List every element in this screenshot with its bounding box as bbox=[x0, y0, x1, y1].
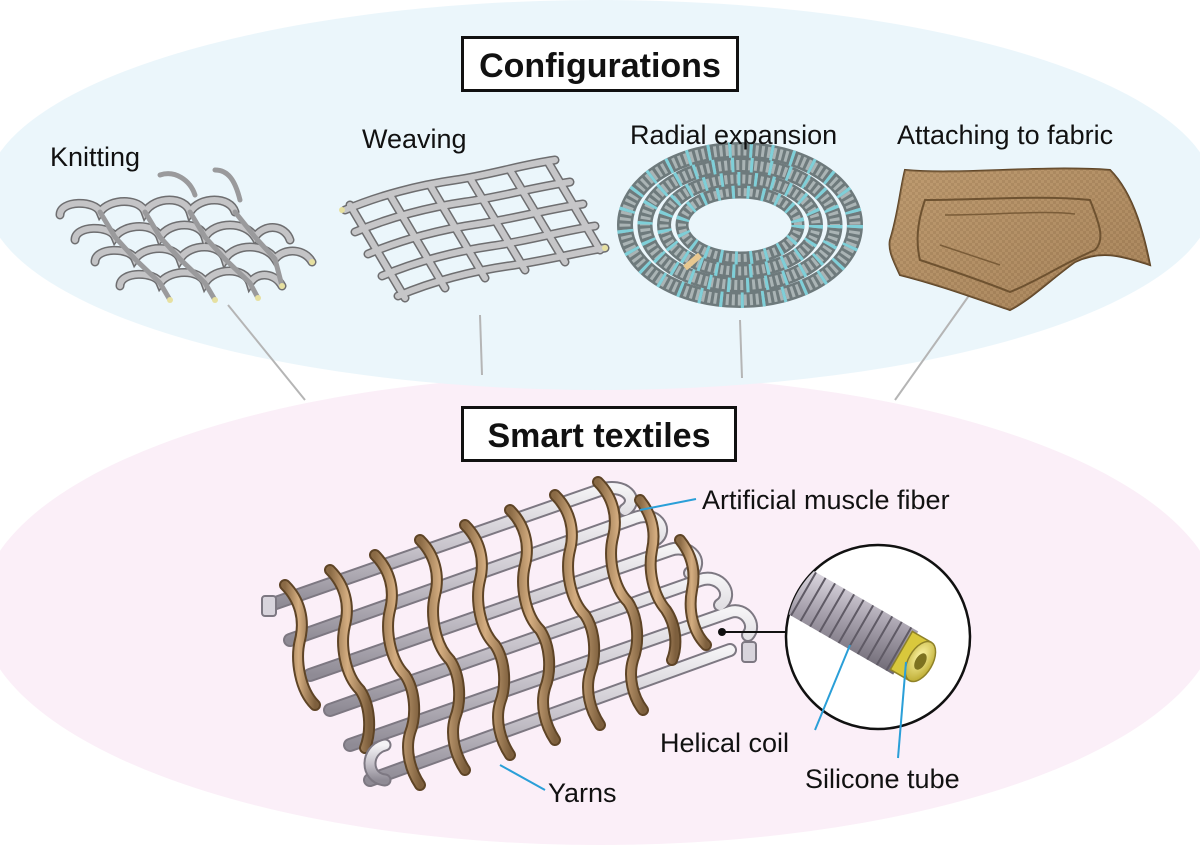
weaving-illustration bbox=[339, 155, 610, 303]
knitting-illustration bbox=[55, 167, 317, 303]
fabric-illustration bbox=[888, 167, 1152, 312]
config-label-weaving: Weaving bbox=[362, 124, 467, 154]
radial-expansion-illustration bbox=[617, 142, 863, 308]
zoom-point bbox=[718, 628, 726, 636]
connector-lines bbox=[227, 279, 981, 401]
callout-lines bbox=[499, 498, 907, 791]
config-label-attaching-to-fabric: Attaching to fabric bbox=[897, 120, 1114, 150]
config-label-knitting: Knitting bbox=[50, 142, 141, 172]
callout-helical-coil: Helical coil bbox=[660, 728, 790, 758]
zoom-circle bbox=[784, 543, 972, 731]
smart-textile-illustration bbox=[261, 476, 759, 791]
configurations-title: Configurations bbox=[461, 36, 739, 92]
callout-artificial-muscle-fiber: Artificial muscle fiber bbox=[702, 485, 950, 515]
callout-yarns: Yarns bbox=[548, 778, 617, 808]
callout-silicone-tube: Silicone tube bbox=[805, 764, 960, 794]
smart-textiles-title: Smart textiles bbox=[461, 406, 737, 462]
top-section-ellipse bbox=[0, 0, 1200, 390]
config-label-radial-expansion: Radial expansion bbox=[630, 120, 838, 150]
